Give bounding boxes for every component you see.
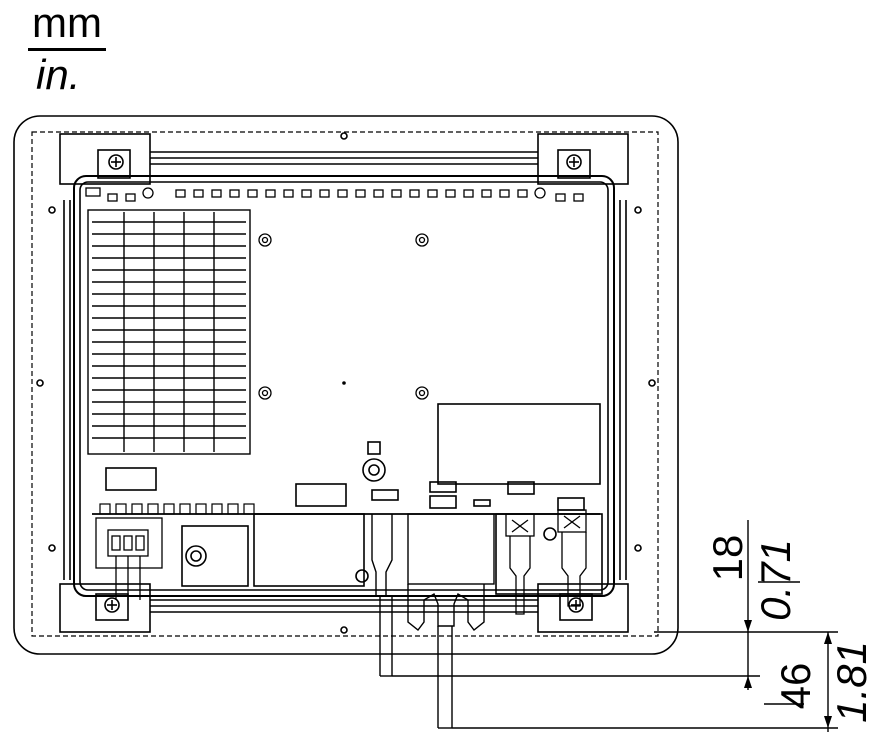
dimension-cable-mm: 46 <box>772 663 819 710</box>
clamp-bottom-right <box>537 583 629 633</box>
gasket-outline <box>31 131 659 637</box>
vent-grille <box>87 209 251 455</box>
dimension-offset-mm: 18 <box>704 535 751 582</box>
power-terminal-block <box>95 517 163 600</box>
unit-divider <box>28 48 106 51</box>
connector-right-1 <box>505 513 535 615</box>
clamp-top-left <box>59 133 151 185</box>
cable-center <box>407 513 495 729</box>
cable-left <box>371 514 393 677</box>
rear-housing <box>73 175 615 597</box>
connector-right-2 <box>557 509 587 607</box>
clamp-bottom-left <box>59 583 151 633</box>
top-vent-row <box>85 187 584 202</box>
unit-in-label: in. <box>36 51 81 98</box>
dimension-lines <box>392 520 838 732</box>
unit-legend: mm in. <box>22 2 112 102</box>
clamp-top-right <box>537 133 629 185</box>
dimension-cable-in: 1.81 <box>828 641 875 723</box>
outer-bezel <box>13 115 679 655</box>
label-area <box>437 403 601 485</box>
dimension-offset-in: 0.71 <box>752 539 799 621</box>
unit-mm-label: mm <box>32 0 102 46</box>
